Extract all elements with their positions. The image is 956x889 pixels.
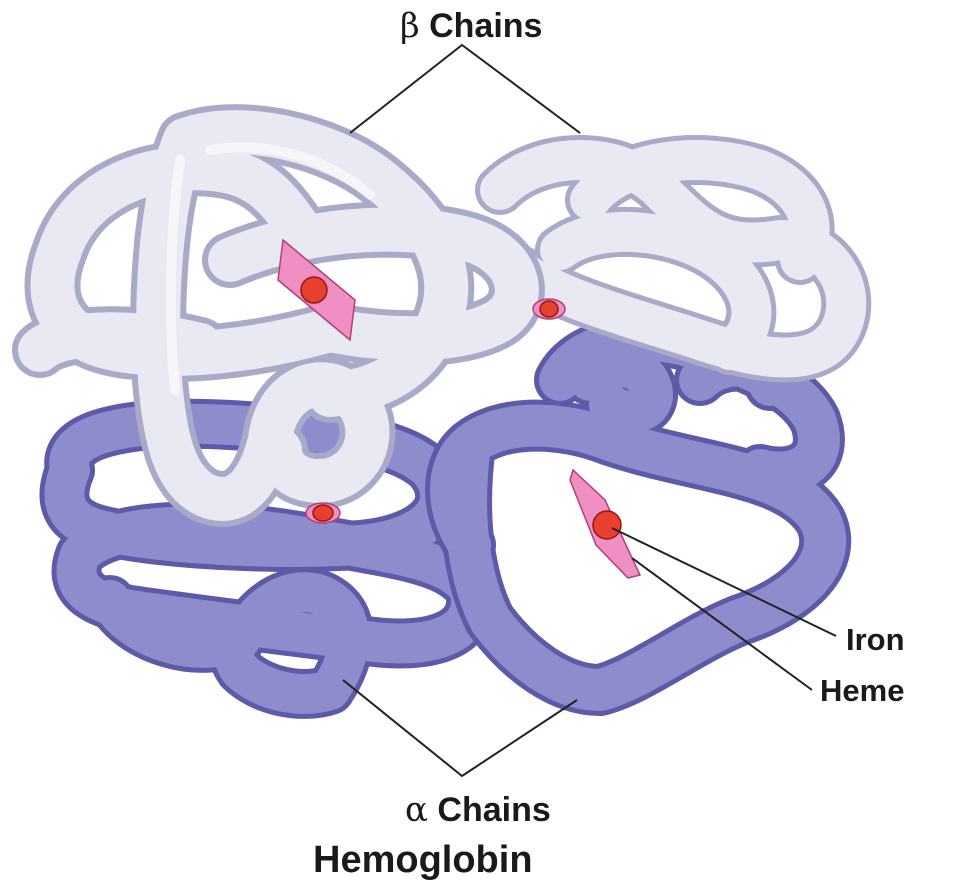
heme-group-upper-right: [533, 299, 565, 319]
beta-chains-label: β Chains: [400, 6, 542, 46]
alpha-chains-text: Chains: [437, 791, 550, 829]
alpha-chains-label: α Chains: [405, 790, 551, 830]
alpha-symbol: α: [405, 790, 428, 830]
beta-symbol: β: [400, 6, 420, 46]
alpha-chain-right: [451, 340, 825, 690]
beta-chains-text: Chains: [429, 7, 542, 45]
heme-group-lower-left: [306, 503, 340, 523]
beta-chain-right: [500, 160, 846, 358]
heme-group-lower-right: [570, 470, 640, 578]
diagram-title: Hemoglobin: [313, 839, 533, 882]
iron-label: Iron: [846, 622, 905, 658]
beta-leader-line: [350, 45, 580, 133]
heme-label: Heme: [820, 673, 904, 709]
